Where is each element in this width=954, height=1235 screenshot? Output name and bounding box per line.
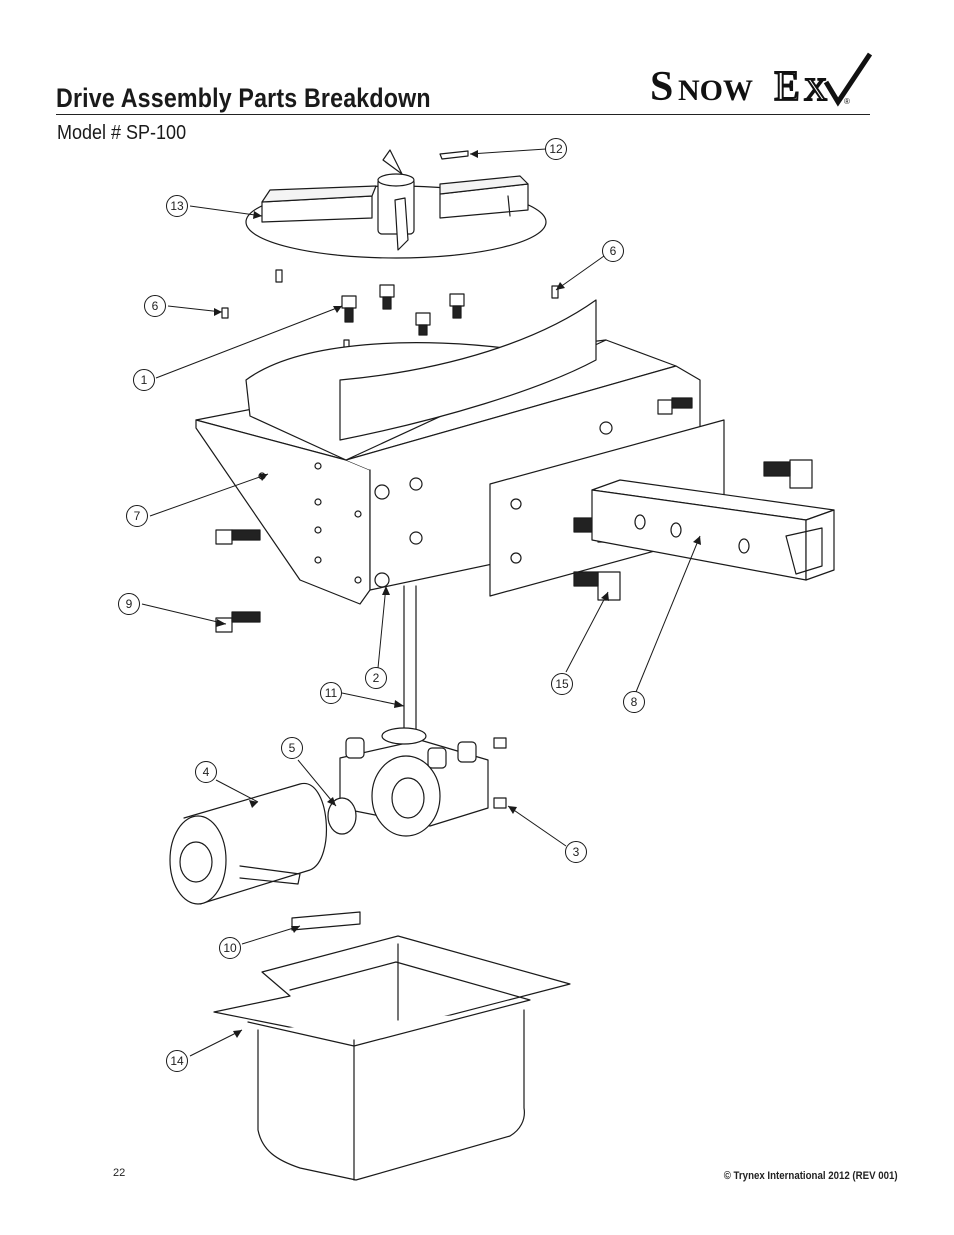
hitch-tube [591, 479, 835, 581]
svg-text:NOW: NOW [678, 74, 753, 107]
callout-label: 8 [631, 695, 638, 709]
callout-label: 6 [610, 244, 617, 258]
callout-circle [195, 761, 217, 783]
callout-label: 6 [152, 299, 159, 313]
header-rule [56, 114, 870, 115]
callout-label: 11 [325, 686, 338, 700]
callout-circle [551, 673, 573, 695]
callout-circle [144, 295, 166, 317]
callout-circle [126, 505, 148, 527]
svg-text:E: E [774, 64, 800, 110]
copyright-text: © Trynex International 2012 (REV 001) [724, 1170, 898, 1182]
callout-label: 1 [141, 373, 148, 387]
callout-label: 2 [373, 671, 380, 685]
callout-circle [281, 737, 303, 759]
callout-label: 10 [223, 941, 237, 955]
page-number: 22 [113, 1167, 126, 1179]
callout-label: 14 [170, 1054, 184, 1068]
callout-circle [133, 369, 155, 391]
callout-circle [320, 682, 342, 704]
page-title: Drive Assembly Parts Breakdown [56, 83, 431, 113]
callout-label: 9 [126, 597, 133, 611]
spinner-disc [245, 149, 547, 259]
callout-circle [602, 240, 624, 262]
hopper-tub [213, 935, 571, 1181]
callout-label: 4 [203, 765, 210, 779]
callout-label: 13 [170, 199, 184, 213]
logo-text-snow: S [650, 64, 673, 110]
callout-label: 7 [134, 509, 141, 523]
callout-circle [166, 195, 188, 217]
callout-circle [219, 937, 241, 959]
gear-reducer [339, 727, 489, 837]
motor [169, 783, 328, 905]
callout-label: 3 [573, 845, 580, 859]
model-subtitle: Model # SP-100 [57, 122, 187, 144]
callout-circle [623, 691, 645, 713]
callout-circle [565, 841, 587, 863]
logo-check-icon [823, 52, 873, 107]
callout-circle [118, 593, 140, 615]
callout-circle [166, 1050, 188, 1072]
snowex-logo: S NOW E X ® [650, 52, 873, 111]
callout-label: 5 [289, 741, 296, 755]
callout-circle [545, 138, 567, 160]
callout-label: 12 [549, 142, 563, 156]
callout-label: 15 [555, 677, 569, 691]
svg-text:X: X [804, 71, 827, 107]
callout-circle [365, 667, 387, 689]
registered-mark: ® [844, 97, 850, 106]
